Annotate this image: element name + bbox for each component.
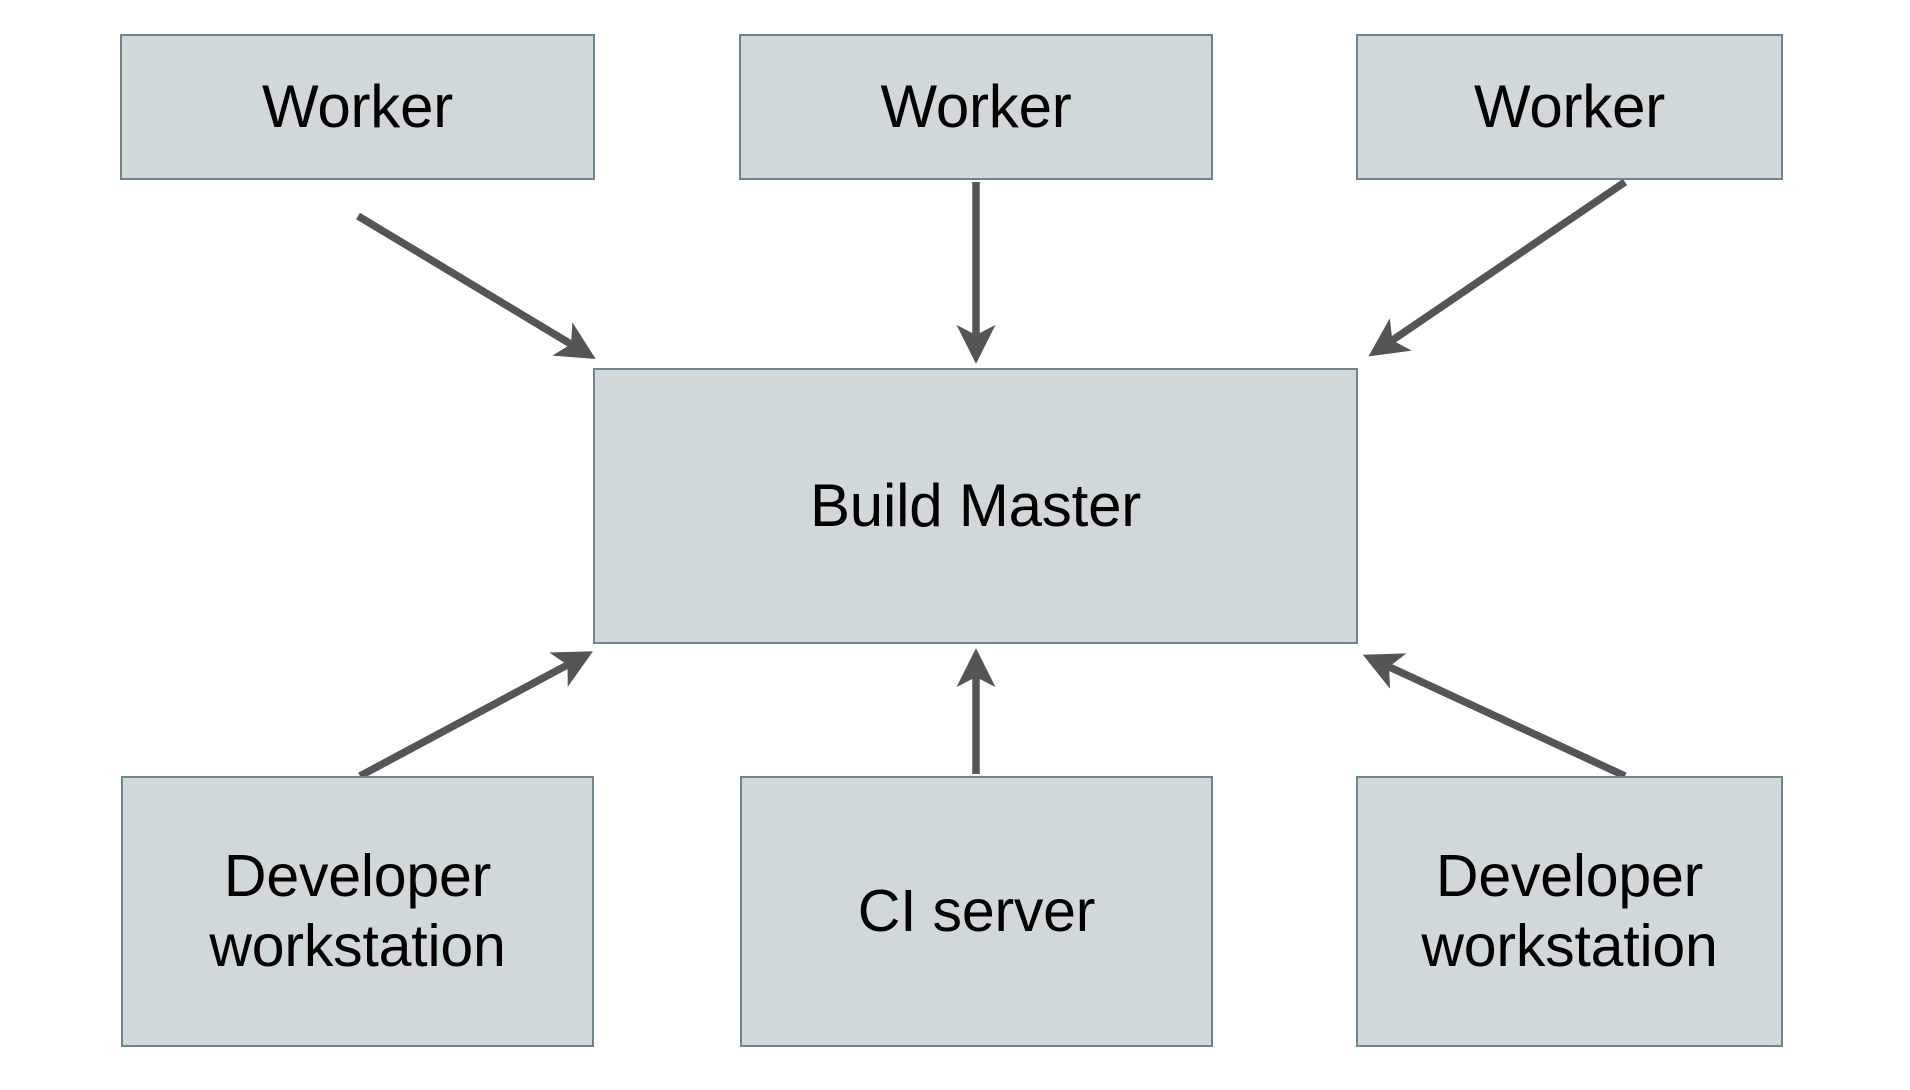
node-developer-workstation-right[interactable]: Developer workstation [1356, 776, 1783, 1047]
node-developer-workstation-left[interactable]: Developer workstation [121, 776, 594, 1047]
node-worker-3[interactable]: Worker [1356, 34, 1783, 180]
edge-dev-ws-2-to-build-master [1362, 653, 1627, 780]
node-ci-server-label: CI server [857, 877, 1096, 944]
node-build-master[interactable]: Build Master [593, 368, 1358, 644]
node-developer-workstation-right-label: Developer workstation [1421, 842, 1718, 979]
node-worker-2-label: Worker [880, 72, 1072, 140]
node-developer-workstation-left-label: Developer workstation [209, 842, 506, 979]
node-build-master-label: Build Master [809, 471, 1142, 539]
node-ci-server[interactable]: CI server [740, 776, 1213, 1047]
node-worker-1-label: Worker [261, 72, 454, 140]
edge-dev-ws-1-to-build-master [358, 651, 593, 780]
edge-worker-1-to-build-master [356, 212, 596, 360]
edge-worker-3-to-build-master [1368, 178, 1628, 357]
node-worker-1[interactable]: Worker [120, 34, 595, 180]
node-worker-3-label: Worker [1473, 72, 1666, 140]
node-worker-2[interactable]: Worker [739, 34, 1213, 180]
